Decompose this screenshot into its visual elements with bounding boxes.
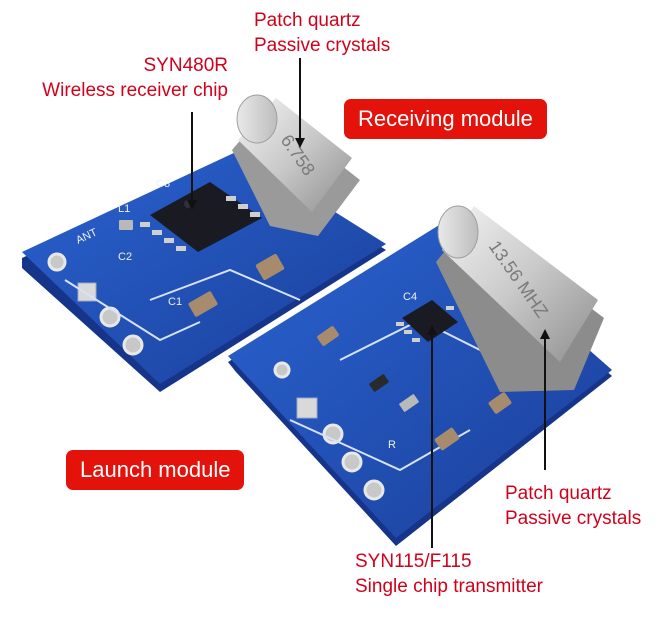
capacitor xyxy=(488,392,512,414)
silk-c3: C3 xyxy=(156,178,170,190)
silk-l1: L1 xyxy=(118,203,130,215)
silk-c1: C1 xyxy=(168,296,182,308)
capacitor xyxy=(119,220,133,230)
capacitor xyxy=(255,253,285,281)
capacitor xyxy=(188,291,218,317)
transmitter-crystal: 13.56 MHZ xyxy=(436,205,604,392)
chip-pins xyxy=(396,306,454,342)
silk-r: R xyxy=(388,439,396,451)
receiver-chip-label-line2: Wireless receiver chip xyxy=(42,80,228,101)
resistor xyxy=(399,394,419,412)
leader-arrow xyxy=(427,325,437,335)
resistor xyxy=(369,374,389,392)
receiver-trace xyxy=(64,279,201,342)
receiver-crystal: 6.758 xyxy=(232,94,360,236)
transmitter-pin-pad xyxy=(341,451,363,473)
leader-arrow xyxy=(295,138,305,148)
transmitter-pin-pad xyxy=(273,361,291,379)
receiver-chip-label: SYN480R Wireless receiver chip xyxy=(22,53,228,103)
bottom-crystal-label: Patch quartz Passive crystals xyxy=(505,481,641,531)
syn115-chip xyxy=(402,300,458,342)
receiver-pin-pad xyxy=(47,252,67,272)
leader-arrow xyxy=(540,329,550,339)
receiver-pin-pad xyxy=(99,306,121,328)
leader-arrow xyxy=(187,200,197,210)
bottom-crystal-label-line2: Passive crystals xyxy=(505,508,642,529)
bottom-crystal-label-line1: Patch quartz xyxy=(505,483,612,504)
capacitor xyxy=(434,427,460,451)
annotation-lines xyxy=(187,58,550,548)
top-crystal-label: Patch quartz Passive crystals xyxy=(254,8,390,58)
transmitter-pin-square xyxy=(296,397,318,419)
transmitter-chip-label-line1: SYN115/F115 xyxy=(355,551,472,572)
transmitter-pin-pad xyxy=(363,479,385,501)
transmitter-module: C4 R 13.56 MHZ xyxy=(228,205,612,546)
receiver-trace xyxy=(149,268,301,301)
transmitter-chip-label-line2: Single chip transmitter xyxy=(355,576,543,597)
silk-c2: C2 xyxy=(118,251,132,263)
chip-pins xyxy=(140,196,260,251)
top-crystal-label-line1: Patch quartz xyxy=(254,10,361,31)
receiver-module: ANT C1 C2 C3 L1 6.758 xyxy=(22,94,386,392)
transmitter-chip-label: SYN115/F115 Single chip transmitter xyxy=(355,549,543,599)
top-crystal-label-line2: Passive crystals xyxy=(254,35,391,56)
receiver-chip-label-line1: SYN480R xyxy=(143,55,229,76)
silk-c4: C4 xyxy=(403,291,417,303)
receiving-module-badge: Receiving module xyxy=(344,99,547,139)
capacitor xyxy=(317,326,339,346)
launch-module-badge: Launch module xyxy=(66,450,245,490)
receiver-pin-pad xyxy=(122,334,144,356)
